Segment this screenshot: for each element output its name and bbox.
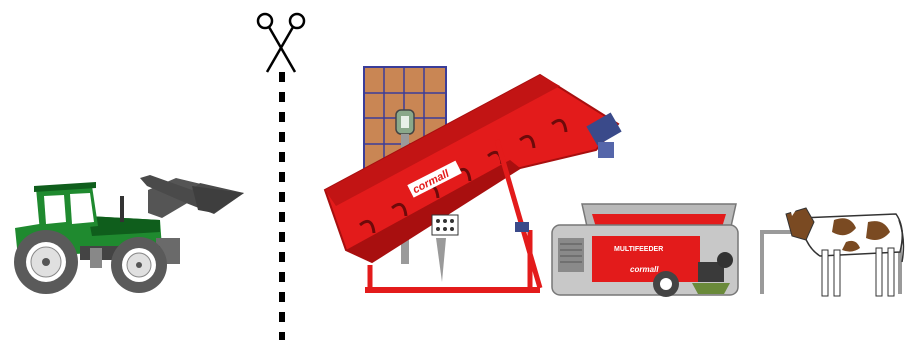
feeder-model-label: MULTIFEEDER (614, 246, 663, 253)
tractor-icon (14, 175, 244, 294)
cow-icon (786, 208, 903, 296)
scissors-icon (258, 14, 304, 72)
feeder-brand-label: cormall (630, 265, 659, 274)
feeder-icon: MULTIFEEDER cormall (552, 204, 738, 297)
